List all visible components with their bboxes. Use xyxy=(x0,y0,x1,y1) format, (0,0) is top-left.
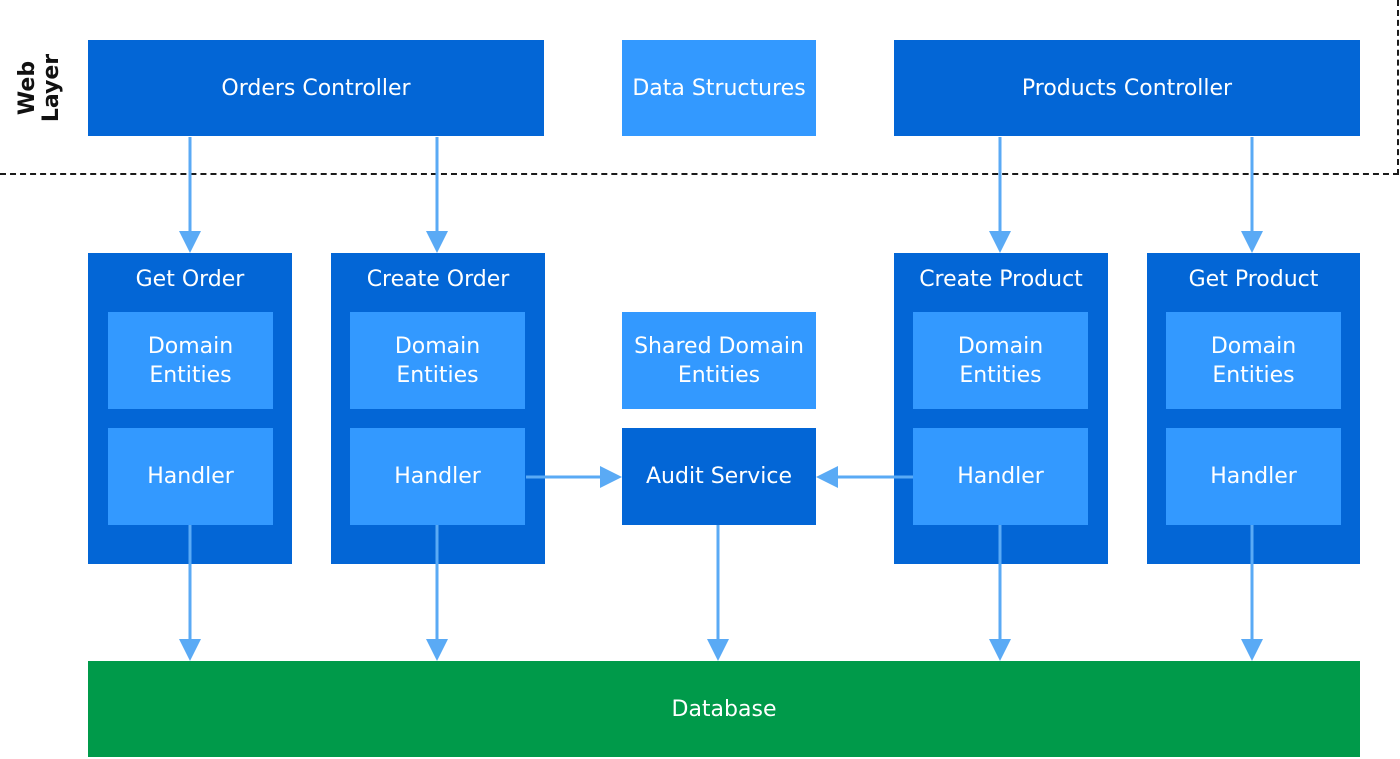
create-product-domain-entities-box: Domain Entities xyxy=(913,312,1088,409)
create-product-title: Create Product xyxy=(919,267,1083,292)
create-order-handler-label: Handler xyxy=(394,464,481,489)
create-order-handler-box: Handler xyxy=(350,428,525,525)
arrowhead-audit-from-right xyxy=(816,466,838,488)
get-order-title: Get Order xyxy=(135,267,245,292)
get-product-slice: Get Product Domain Entities Handler xyxy=(1147,253,1360,564)
web-layer-boundary xyxy=(0,0,1399,175)
create-product-domain-line1: Domain xyxy=(957,333,1044,359)
products-controller-box: Products Controller xyxy=(894,40,1360,136)
arrowhead-get-order xyxy=(179,231,201,253)
create-product-domain-entities-label: Domain Entities xyxy=(958,332,1043,390)
get-order-domain-line1: Domain xyxy=(147,333,234,359)
database-box: Database xyxy=(88,661,1360,757)
arrowhead-db-create-product xyxy=(989,639,1011,661)
audit-service-box: Audit Service xyxy=(622,428,816,525)
arrowhead-create-product xyxy=(989,231,1011,253)
arrowhead-db-audit-service xyxy=(707,639,729,661)
database-label: Database xyxy=(671,696,777,722)
data-structures-box: Data Structures xyxy=(622,40,816,136)
get-product-handler-box: Handler xyxy=(1166,428,1341,525)
orders-controller-box: Orders Controller xyxy=(88,40,544,136)
arrowhead-get-product xyxy=(1241,231,1263,253)
get-order-slice: Get Order Domain Entities Handler xyxy=(88,253,292,564)
get-order-handler-box: Handler xyxy=(108,428,273,525)
get-order-domain-entities-label: Domain Entities xyxy=(148,332,233,390)
create-product-handler-label: Handler xyxy=(957,464,1044,489)
get-order-domain-line2: Entities xyxy=(149,362,232,388)
shared-domain-entities-label: Shared Domain Entities xyxy=(634,332,804,390)
create-order-domain-line2: Entities xyxy=(396,362,479,388)
create-product-domain-line2: Entities xyxy=(959,362,1042,388)
create-order-slice: Create Order Domain Entities Handler xyxy=(331,253,545,564)
create-order-domain-entities-label: Domain Entities xyxy=(395,332,480,390)
arrowhead-db-create-order xyxy=(426,639,448,661)
get-product-domain-entities-box: Domain Entities xyxy=(1166,312,1341,409)
get-order-handler-label: Handler xyxy=(147,464,234,489)
audit-service-label: Audit Service xyxy=(646,464,792,489)
data-structures-label: Data Structures xyxy=(632,75,806,101)
create-product-slice: Create Product Domain Entities Handler xyxy=(894,253,1108,564)
shared-domain-line2: Entities xyxy=(677,362,761,388)
get-product-domain-line2: Entities xyxy=(1212,362,1295,388)
get-product-domain-entities-label: Domain Entities xyxy=(1211,332,1296,390)
get-product-handler-label: Handler xyxy=(1210,464,1297,489)
create-order-domain-entities-box: Domain Entities xyxy=(350,312,525,409)
get-product-title: Get Product xyxy=(1188,267,1319,292)
arrowhead-db-get-product xyxy=(1241,639,1263,661)
products-controller-label: Products Controller xyxy=(1021,75,1233,101)
create-order-domain-line1: Domain xyxy=(394,333,481,359)
create-order-title: Create Order xyxy=(366,267,510,292)
get-order-domain-entities-box: Domain Entities xyxy=(108,312,273,409)
create-product-handler-box: Handler xyxy=(913,428,1088,525)
shared-domain-line1: Shared Domain xyxy=(634,333,804,359)
arrowhead-create-order xyxy=(426,231,448,253)
get-product-domain-line1: Domain xyxy=(1210,333,1297,359)
arrowhead-audit-from-left xyxy=(600,466,622,488)
shared-domain-entities-box: Shared Domain Entities xyxy=(622,312,816,409)
orders-controller-label: Orders Controller xyxy=(221,75,411,101)
arrowhead-db-get-order xyxy=(179,639,201,661)
